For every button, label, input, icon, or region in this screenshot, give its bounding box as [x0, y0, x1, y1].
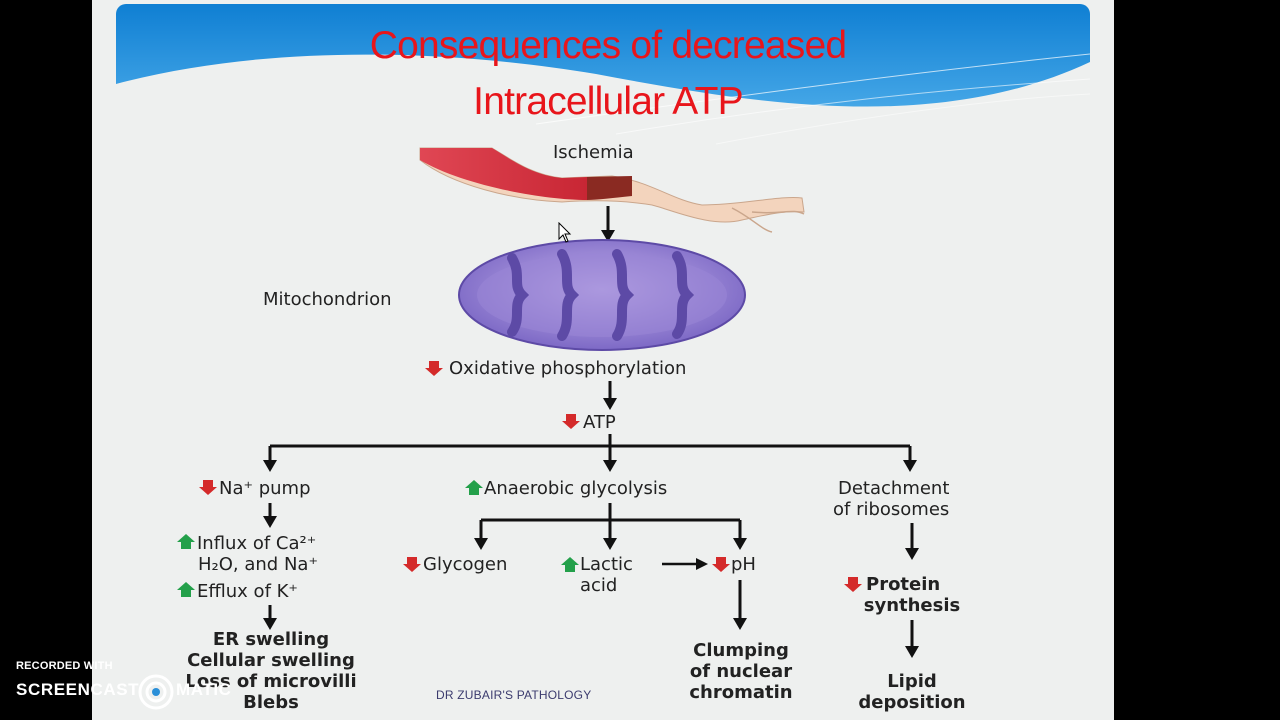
- label-protein: Protein: [866, 574, 940, 595]
- title-banner: [116, 4, 1090, 150]
- down-arrow-icon: [199, 480, 217, 495]
- mitochondrion-illustration: [458, 239, 746, 351]
- label-synthesis: synthesis: [864, 595, 961, 616]
- slide-footer: DR ZUBAIR'S PATHOLOGY: [436, 688, 592, 702]
- down-arrow-icon: [844, 577, 862, 592]
- down-arrow-icon: [712, 557, 730, 572]
- up-arrow-icon: [465, 480, 483, 495]
- slide: Consequences of decreased Intracellular …: [92, 0, 1114, 720]
- label-mitochondrion: Mitochondrion: [263, 289, 392, 310]
- label-cellular-swelling: Cellular swelling: [187, 650, 355, 671]
- mouse-cursor-icon: [558, 222, 572, 243]
- up-arrow-icon: [177, 582, 195, 597]
- label-blebs: Blebs: [243, 692, 299, 713]
- label-glycogen: Glycogen: [423, 554, 507, 575]
- atp-flow-diagram: Ischemia Mitochondrion Oxidative phospho…: [177, 142, 966, 713]
- up-arrow-icon: [177, 534, 195, 549]
- label-er-swelling: ER swelling: [213, 629, 329, 650]
- label-anaerobic-glycolysis: Anaerobic glycolysis: [484, 478, 667, 499]
- label-lactic: Lactic: [580, 554, 633, 575]
- label-atp: ATP: [583, 412, 616, 433]
- watermark-recorded-with: RECORDED WITH: [16, 660, 113, 672]
- title-line-1: Consequences of decreased: [369, 24, 847, 67]
- label-clumping: Clumping: [693, 640, 789, 661]
- watermark-brand-left: SCREENCAST: [16, 680, 140, 699]
- label-of-ribosomes: of ribosomes: [833, 499, 949, 520]
- down-arrow-icon: [562, 414, 580, 429]
- label-acid: acid: [580, 575, 617, 596]
- down-arrow-icon: [425, 361, 443, 376]
- label-influx: Influx of Ca²⁺: [197, 533, 316, 554]
- title-line-2: Intracellular ATP: [473, 80, 743, 123]
- label-lipid: Lipid: [887, 671, 937, 692]
- screencast-logo-icon: [138, 674, 174, 710]
- label-na-pump: Na⁺ pump: [219, 478, 311, 499]
- label-of-nuclear: of nuclear: [690, 661, 792, 682]
- label-chromatin: chromatin: [689, 682, 792, 703]
- label-h2o-na: H₂O, and Na⁺: [198, 554, 318, 575]
- label-detachment: Detachment: [838, 478, 949, 499]
- screencast-watermark: RECORDED WITH SCREENCAST MATIC: [16, 660, 256, 716]
- label-loss-of-microvilli: Loss of microvilli: [185, 671, 356, 692]
- label-deposition: deposition: [858, 692, 965, 713]
- label-efflux: Efflux of K⁺: [197, 581, 298, 602]
- label-oxidative-phosphorylation: Oxidative phosphorylation: [449, 358, 686, 379]
- slide-title: Consequences of decreased Intracellular …: [92, 18, 1114, 130]
- watermark-brand-right: MATIC: [176, 680, 232, 699]
- label-ischemia: Ischemia: [553, 142, 634, 163]
- label-ph: pH: [731, 554, 756, 575]
- blood-vessel-illustration: [419, 147, 805, 233]
- down-arrow-icon: [403, 557, 421, 572]
- up-arrow-icon: [561, 557, 579, 572]
